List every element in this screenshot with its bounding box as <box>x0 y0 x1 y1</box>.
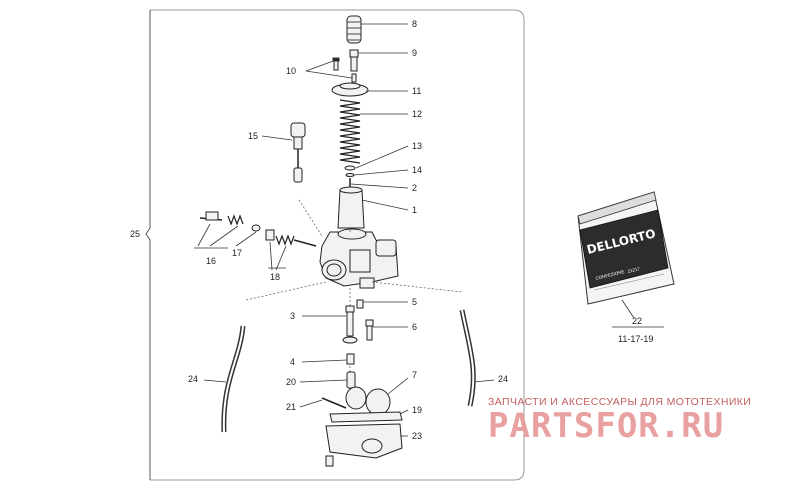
part-cable-adjuster <box>349 49 359 72</box>
callout-21: 21 <box>286 402 296 412</box>
assembly-lines <box>245 199 463 380</box>
callout-23: 23 <box>412 431 422 441</box>
callout-6: 6 <box>412 322 417 332</box>
kit-text-line2: 21217 <box>627 266 641 274</box>
callout-12: 12 <box>412 109 422 119</box>
callout-14: 14 <box>412 165 422 175</box>
callout-18: 18 <box>270 272 280 282</box>
callout-20: 20 <box>286 377 296 387</box>
callout-15: 15 <box>248 131 258 141</box>
callout-3: 3 <box>290 311 295 321</box>
part-main-jet <box>346 353 355 365</box>
callout-2: 2 <box>412 183 417 193</box>
part-slide-spring <box>339 99 361 164</box>
part-needle-clip <box>344 165 356 171</box>
callout-labels: 1 2 3 4 5 6 7 7 8 9 10 11 12 13 14 15 16… <box>188 19 653 441</box>
callout-7-float: 7 <box>412 370 417 380</box>
callout-24-right: 24 <box>498 374 508 384</box>
watermark-tagline: ЗАПЧАСТИ И АКСЕССУАРЫ ДЛЯ МОТОТЕХНИКИ <box>488 396 752 408</box>
part-top-cap <box>331 82 369 97</box>
watermark-logo: PARTSFOR.RU <box>488 406 725 446</box>
part-carburetor-body <box>319 228 399 289</box>
callout-22: 22 <box>632 316 642 326</box>
callout-4: 4 <box>290 357 295 367</box>
callout-11: 11 <box>412 86 421 96</box>
kit-references: 11-17-19 <box>618 334 653 344</box>
part-starter-jet <box>365 319 374 341</box>
leader-lines <box>194 23 664 437</box>
part-drain-screw <box>325 455 334 467</box>
callout-9: 9 <box>412 48 417 58</box>
callout-16: 16 <box>206 256 216 266</box>
part-jet-holder <box>342 305 358 344</box>
watermark: ЗАПЧАСТИ И АКСЕССУАРЫ ДЛЯ МОТОТЕХНИКИ PA… <box>488 396 788 446</box>
part-washer <box>345 173 355 177</box>
callout-1: 1 <box>412 205 417 215</box>
part-throttle-slide <box>337 186 365 229</box>
callout-5: 5 <box>412 297 417 307</box>
callout-19: 19 <box>412 405 422 415</box>
part-float <box>345 386 391 416</box>
kit-text-line1: CONFEZIONE <box>595 269 625 281</box>
group-bracket <box>145 10 151 480</box>
part-float-bowl <box>325 423 403 459</box>
part-idle-screw-set <box>199 211 261 232</box>
part-float-pin <box>321 397 347 409</box>
callout-8: 8 <box>412 19 417 29</box>
part-float-needle <box>346 371 356 389</box>
group-label-25: 25 <box>130 229 140 239</box>
callout-24-left: 24 <box>188 374 198 384</box>
callout-10: 10 <box>286 66 296 76</box>
part-bowl-gasket <box>329 411 403 423</box>
part-pilot-jet <box>356 299 364 309</box>
callout-13: 13 <box>412 141 422 151</box>
part-rubber-boot <box>346 15 362 44</box>
callout-17: 17 <box>232 248 242 258</box>
part-choke-plunger <box>290 122 306 183</box>
part-repair-kit-bag: DELLORTO CONFEZIONE 21217 <box>577 191 675 305</box>
part-mixture-screw <box>265 229 317 247</box>
diagram-frame <box>150 9 525 481</box>
